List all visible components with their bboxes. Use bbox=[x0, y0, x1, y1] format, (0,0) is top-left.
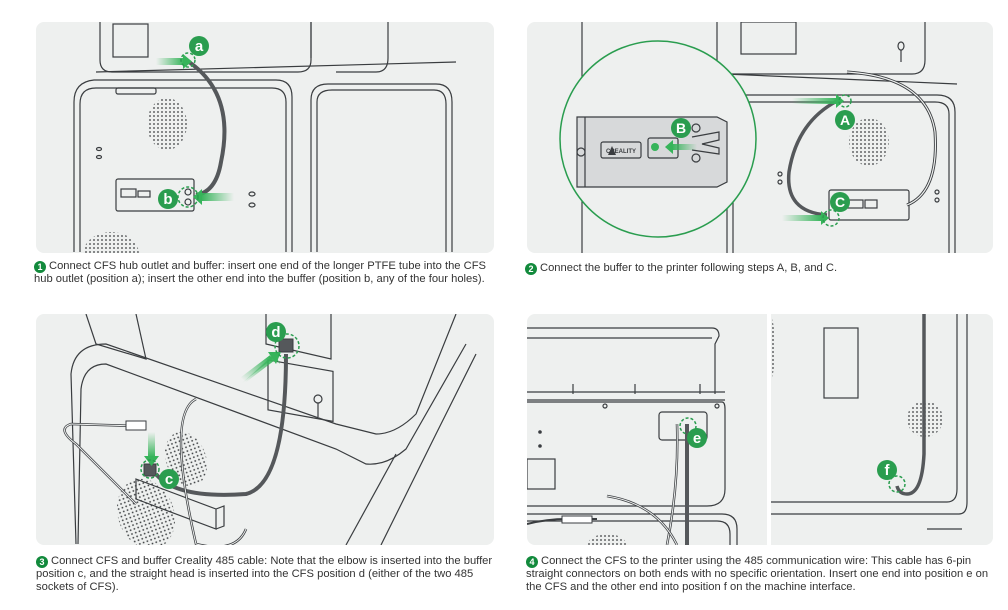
step-3-illustration: c d bbox=[36, 314, 494, 545]
step-3-drawing: c d bbox=[63, 314, 477, 545]
arrow-A bbox=[792, 98, 837, 104]
step-1-illustration: a b bbox=[36, 22, 494, 253]
marker-B-label: B bbox=[676, 120, 686, 136]
arrow-c bbox=[148, 432, 155, 457]
marker-d-label: d bbox=[271, 324, 280, 341]
arrow-C bbox=[782, 215, 822, 221]
step-4-drawing: e f bbox=[527, 314, 993, 545]
marker-e bbox=[687, 428, 707, 448]
fan-grille bbox=[83, 232, 139, 253]
arrow-B bbox=[672, 144, 697, 150]
step-2-text: Connect the buffer to the printer follow… bbox=[540, 262, 838, 274]
marker-c bbox=[159, 469, 179, 489]
creality-logo-text: CREALITY bbox=[606, 149, 636, 155]
position-d-ring bbox=[274, 333, 300, 359]
marker-A-label: A bbox=[840, 112, 850, 128]
arrow-d bbox=[240, 355, 275, 383]
cfs-top-body bbox=[716, 22, 926, 75]
step-number-badge: 3 bbox=[36, 556, 48, 569]
marker-f-label: f bbox=[885, 462, 891, 479]
creality-logo-icon bbox=[608, 146, 616, 155]
marker-c-label: c bbox=[165, 471, 173, 488]
step-4-text: Connect the CFS to the printer using the… bbox=[526, 555, 989, 593]
printer-panel-edge bbox=[771, 314, 958, 503]
buffer-device bbox=[115, 178, 195, 212]
position-A-ring bbox=[838, 94, 852, 108]
cfs-top-body bbox=[99, 22, 312, 73]
step-2-illustration: CREALITY B A C bbox=[527, 22, 993, 253]
step-1-drawing: a b bbox=[73, 22, 457, 253]
position-c-ring bbox=[140, 459, 160, 479]
marker-b bbox=[158, 189, 178, 209]
marker-B bbox=[671, 118, 691, 138]
arrow-a bbox=[156, 58, 184, 65]
step-number-badge: 1 bbox=[34, 261, 46, 274]
cfs-lid bbox=[527, 327, 720, 394]
ptfe-tube bbox=[184, 58, 227, 197]
485-cable bbox=[154, 353, 288, 497]
cfs-lid bbox=[85, 314, 147, 360]
position-C-ring bbox=[822, 209, 840, 227]
step-3-text: Connect CFS and buffer Creality 485 cabl… bbox=[36, 555, 493, 593]
marker-C bbox=[830, 192, 850, 212]
printer-top-edge bbox=[70, 314, 457, 545]
step-2-drawing: CREALITY B A C bbox=[559, 22, 958, 253]
arrow-b bbox=[201, 193, 234, 201]
printer-left-panel bbox=[73, 79, 293, 252]
marker-f bbox=[877, 460, 897, 480]
position-a-ring bbox=[180, 52, 196, 68]
marker-a-label: a bbox=[195, 38, 204, 55]
fan-grille bbox=[116, 478, 176, 545]
fan-grille bbox=[849, 118, 889, 166]
marker-A bbox=[835, 110, 855, 130]
fan-grille bbox=[771, 314, 776, 382]
printer-vent bbox=[823, 327, 859, 399]
fan-grille bbox=[147, 98, 187, 150]
position-b-ring bbox=[177, 186, 199, 208]
ptfe-tube bbox=[786, 99, 838, 217]
step-number-badge: 4 bbox=[526, 556, 538, 569]
marker-b-label: b bbox=[163, 191, 172, 208]
cfs-port-plate bbox=[658, 411, 708, 441]
cfs-body bbox=[527, 401, 726, 507]
marker-a bbox=[189, 36, 209, 56]
step-1-text: Connect CFS hub outlet and buffer: inser… bbox=[34, 260, 486, 286]
marker-e-label: e bbox=[693, 430, 701, 447]
step-number-badge: 2 bbox=[525, 263, 537, 276]
fan-grille bbox=[587, 534, 627, 545]
marker-C-label: C bbox=[835, 194, 845, 210]
printer-right-panel bbox=[310, 83, 453, 252]
485-cable-f bbox=[895, 314, 926, 496]
cfs-port-plate bbox=[267, 359, 334, 423]
position-f-ring bbox=[888, 475, 906, 493]
step-4-illustration: e f bbox=[527, 314, 993, 545]
marker-d bbox=[266, 322, 286, 342]
buffer-closeup bbox=[576, 116, 728, 188]
cfs-window bbox=[112, 23, 149, 58]
